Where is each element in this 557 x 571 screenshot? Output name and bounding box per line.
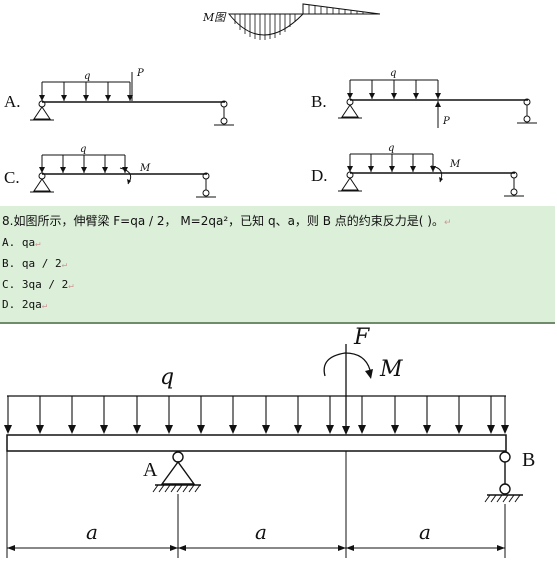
option-a-q: q xyxy=(84,71,90,82)
question-stem: 8.如图所示，伸臂梁 F=qa / 2， M=2qa²，已知 q、a，则 B 点… xyxy=(2,212,452,229)
moment-m: M xyxy=(323,352,403,382)
option-c[interactable]: C. 3qa / 2↵ xyxy=(2,278,74,291)
option-c-letter: C. xyxy=(4,168,20,187)
option-b-p: P xyxy=(442,116,450,127)
option-c-diagram: C. q M xyxy=(4,144,216,198)
moment-diagram: M图 xyxy=(202,3,381,40)
support-label-b: B xyxy=(522,449,535,471)
question-text: 如图所示，伸臂梁 F=qa / 2， M=2qa²，已知 q、a，则 B 点的约… xyxy=(13,214,444,228)
load-label-q: q xyxy=(160,365,174,390)
option-d[interactable]: D. 2qa↵ xyxy=(2,298,48,311)
question-panel: 8.如图所示，伸臂梁 F=qa / 2， M=2qa²，已知 q、a，则 B 点… xyxy=(0,206,555,324)
option-c-text: C. 3qa / 2 xyxy=(2,278,69,291)
question-number: 8. xyxy=(2,214,14,228)
support-label-a: A xyxy=(143,459,158,481)
option-c-q: q xyxy=(80,144,86,155)
option-d-q: q xyxy=(388,143,394,154)
return-mark: ↵ xyxy=(443,218,452,228)
dimension-label-3: a xyxy=(419,520,431,544)
option-c-m: M xyxy=(139,163,151,174)
option-b-text: B. qa / 2 xyxy=(2,257,62,270)
dimension-label-2: a xyxy=(255,520,267,544)
beam xyxy=(6,434,507,452)
option-a[interactable]: A. qa↵ xyxy=(2,236,41,249)
option-d-text: D. 2qa xyxy=(2,298,42,311)
option-d-m: M xyxy=(449,159,461,170)
option-b-q: q xyxy=(390,68,396,79)
moment-label-m: M xyxy=(379,357,403,382)
support-b: B xyxy=(484,449,535,503)
force-label-f: F xyxy=(353,325,370,350)
dimension-lines: a a a xyxy=(6,451,506,558)
option-a-text: A. qa xyxy=(2,236,36,249)
dimension-label-1: a xyxy=(86,520,98,544)
option-a-diagram: A. q P xyxy=(4,68,234,126)
force-f: F xyxy=(342,325,370,435)
support-a: A xyxy=(143,451,201,493)
option-b[interactable]: B. qa / 2↵ xyxy=(2,257,68,270)
distributed-load: q xyxy=(4,365,509,434)
option-b-letter: B. xyxy=(311,92,327,111)
option-b-diagram: B. q P xyxy=(311,68,537,128)
option-d-diagram: D. q M xyxy=(311,143,524,197)
options-figure: M图 A. xyxy=(4,3,537,198)
moment-diagram-label: M图 xyxy=(202,11,227,24)
option-d-letter: D. xyxy=(311,166,328,185)
beam-figure: q F M A B xyxy=(4,325,535,558)
option-a-letter: A. xyxy=(4,92,21,111)
option-a-p: P xyxy=(136,68,144,79)
